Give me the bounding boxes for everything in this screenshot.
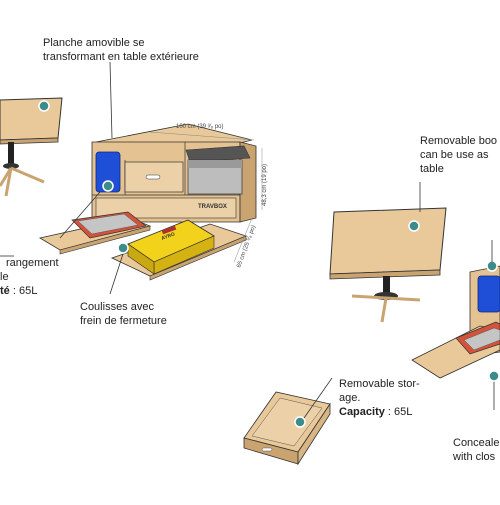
marker-dot: [486, 260, 498, 272]
label-storage-line1: rangement: [6, 257, 59, 269]
marker-dot: [102, 180, 114, 192]
capacity-bold: Capacity: [339, 406, 385, 418]
removable-storage-crate: [243, 391, 331, 466]
label-removable-storage-line3: Capacity : 65L: [339, 405, 412, 419]
marker-dot: [38, 100, 50, 112]
label-concealed-line1: Conceale: [453, 437, 500, 449]
marker-dot: [294, 416, 306, 428]
label-board-line2: can be use as: [420, 149, 489, 161]
capacity-value: : 65L: [387, 406, 413, 418]
label-table-line1: Planche amovible se: [43, 37, 145, 49]
brand-mark: TRAVBOX: [198, 204, 227, 210]
crate-brand: AYRO: [161, 231, 176, 241]
dim-depth: 65 cm (25 ⁵⁄₈ po): [235, 224, 257, 268]
leader-line: [109, 253, 124, 295]
leader-line: [59, 191, 101, 239]
label-board-line3: table: [420, 163, 444, 175]
dimension-lines: [149, 131, 263, 263]
left-outdoor-table: [0, 97, 63, 197]
label-storage-line3: té : 65L: [0, 284, 37, 298]
dim-height: 48,3 cm (19 po): [262, 164, 268, 206]
label-removable-storage-line1: Removable stor-: [339, 378, 420, 390]
marker-dot: [488, 370, 500, 382]
label-concealed-line2: with clos: [453, 451, 496, 463]
left-slides: [38, 211, 248, 281]
marker-dot: [117, 242, 129, 254]
right-outdoor-table: [329, 207, 447, 323]
capacity-bold: té: [0, 285, 10, 297]
label-removable-storage-line2: age.: [339, 392, 361, 404]
right-kitchen-box: [411, 265, 500, 410]
marker-dot: [408, 220, 420, 232]
capacity-value: : 65L: [12, 285, 38, 297]
leader-line: [303, 377, 333, 419]
dim-width: 100 cm (39 ³⁄₈ po): [176, 124, 224, 130]
label-storage-line2: le: [0, 271, 9, 283]
label-slides-line2: frein de fermeture: [80, 315, 167, 327]
left-kitchen-box: [91, 123, 257, 223]
label-board-line1: Removable boo: [420, 135, 498, 147]
label-slides-line1: Coulisses avec: [80, 301, 154, 313]
label-table-line2: transformant en table extérieure: [43, 51, 199, 63]
leader-line: [109, 61, 113, 139]
